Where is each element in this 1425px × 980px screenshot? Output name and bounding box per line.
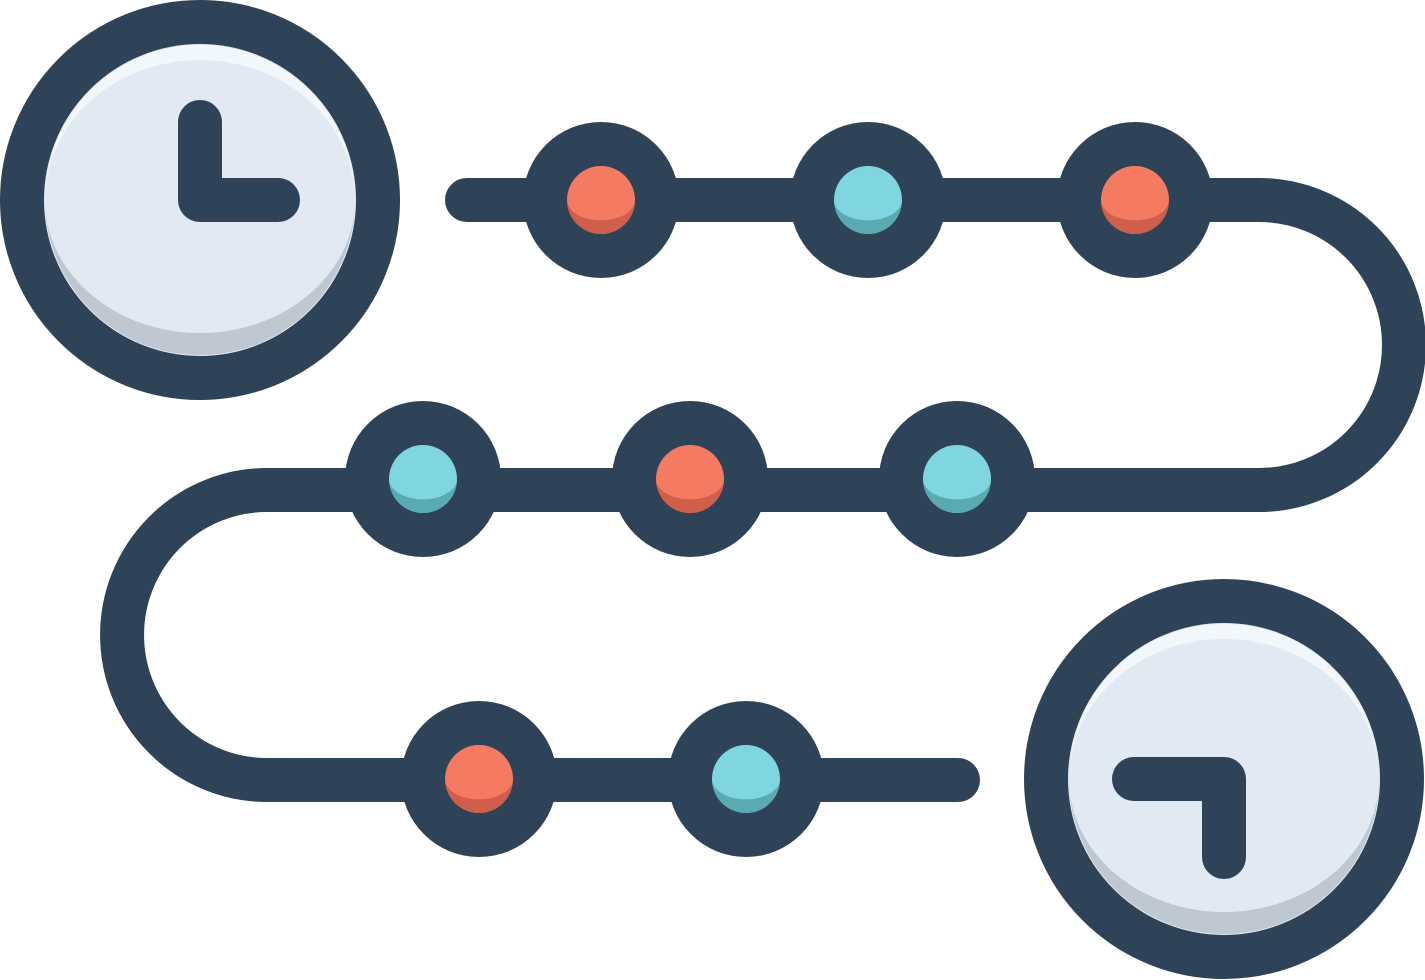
milestone-dot-red [567,166,635,234]
milestone-dot-teal [923,445,991,513]
milestone-1-2 [790,122,946,278]
milestone-dot-shade [445,779,513,813]
milestone-dot-teal [834,166,902,234]
milestone-dot-shade [923,479,991,513]
clock-start-hands [178,100,300,222]
milestone-3-2 [668,701,824,857]
clock-end-shadow [1069,779,1379,934]
milestone-dot-shade [389,479,457,513]
clock-end-hands [1112,757,1246,879]
milestone-2-1 [345,401,501,557]
milestone-1-1 [523,122,679,278]
milestone-dot-red [1101,166,1169,234]
milestone-dot-red [656,445,724,513]
milestone-group [345,122,1213,857]
clock-start-shadow [45,200,355,355]
milestone-2-2 [612,401,768,557]
milestone-2-3 [879,401,1035,557]
milestone-dot-shade [712,779,780,813]
clock-end-icon [1024,579,1424,979]
milestone-1-3 [1057,122,1213,278]
clock-start-icon [0,0,400,400]
milestone-dot-shade [1101,200,1169,234]
milestone-dot-teal [712,745,780,813]
milestone-dot-shade [567,200,635,234]
milestone-dot-shade [656,479,724,513]
milestone-dot-red [445,745,513,813]
milestone-dot-teal [389,445,457,513]
milestone-dot-shade [834,200,902,234]
milestone-3-1 [401,701,557,857]
